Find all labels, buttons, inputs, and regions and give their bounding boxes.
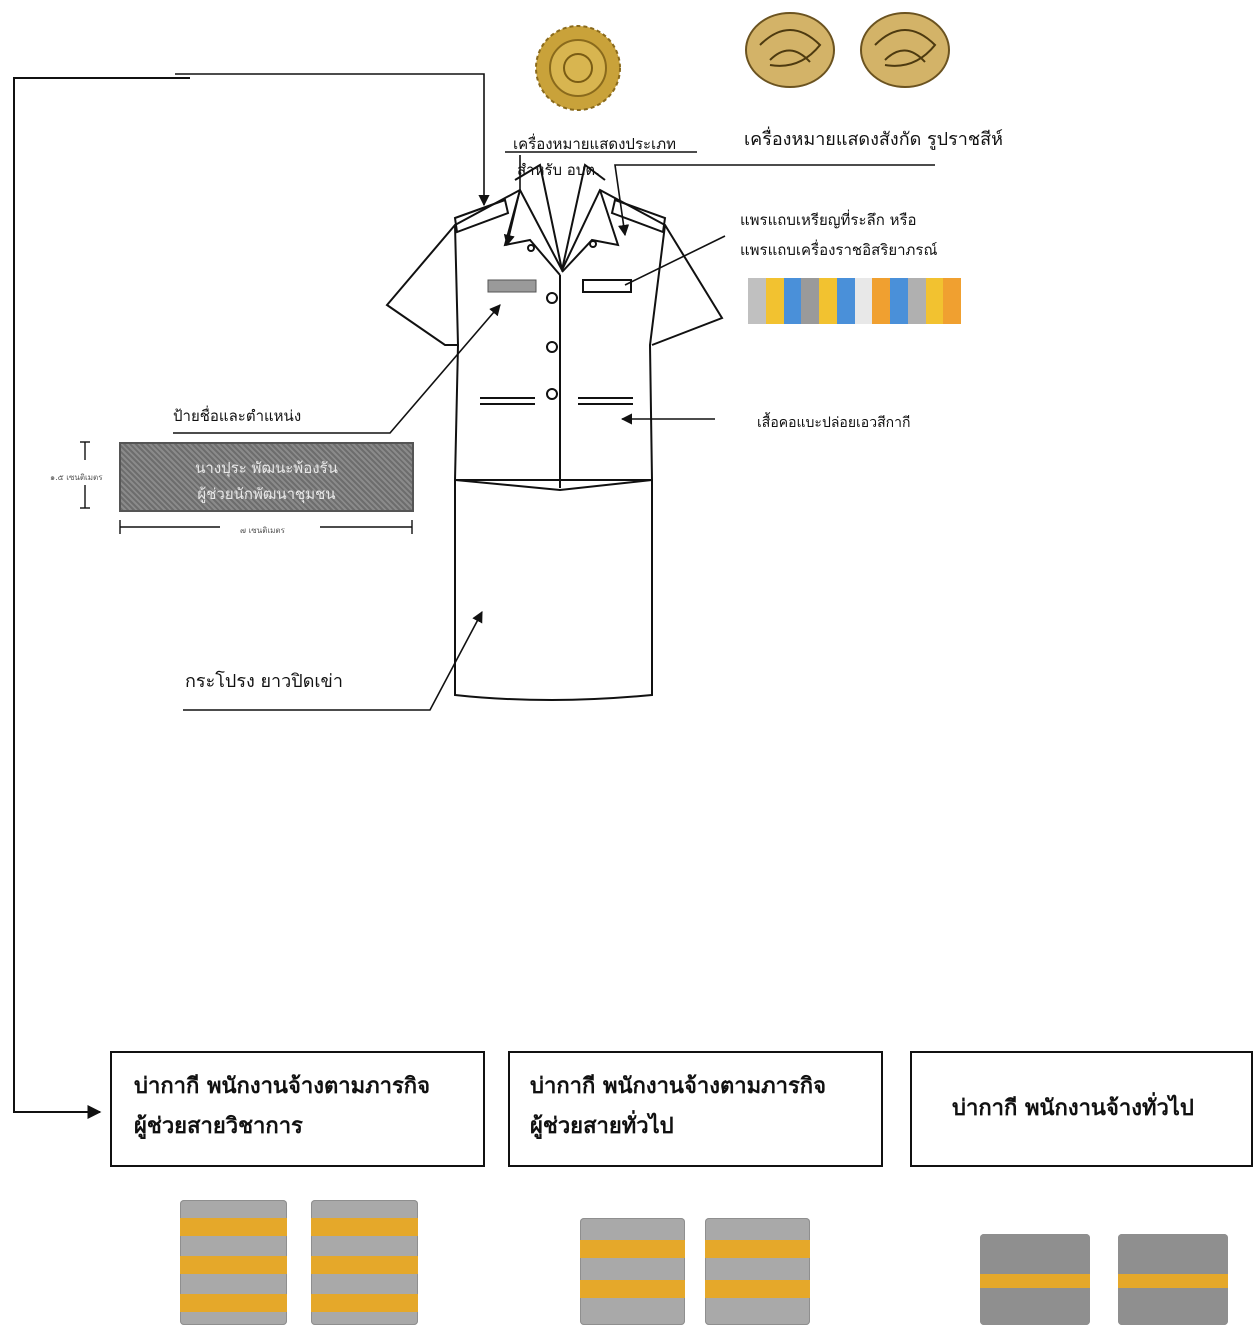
shirt-nameplate: [487, 279, 537, 293]
nameplate-line-2: ผู้ช่วยนักพัฒนาชุมชน: [197, 485, 336, 503]
epaulet-2-stripes-right: [705, 1218, 810, 1325]
box-general-line-1: บ่ากากี พนักงานจ้างตามภารกิจ: [530, 1074, 826, 1099]
ribbon-bar-label-1: แพรแถบเหรียญที่ระลึก หรือ: [740, 211, 917, 229]
box-academic-line-2: ผู้ช่วยสายวิชาการ: [134, 1114, 303, 1139]
lion-insignia-emblems: [745, 12, 950, 88]
nameplate-line-1: นางปุระ พัฒนะพ้องรัน: [195, 459, 338, 477]
shirt-buttons: [527, 240, 597, 400]
box-academic-line-1: บ่ากากี พนักงานจ้างตามภารกิจ: [134, 1074, 430, 1099]
type-insignia-label-2: สำหรับ อบต.: [517, 161, 600, 179]
shirt-label: เสื้อคอแบะปล่อยเอวสีกากี: [757, 415, 911, 431]
affiliation-insignia-label: เครื่องหมายแสดงสังกัด รูปราชสีห์: [744, 129, 1003, 150]
ribbon-bar: [748, 278, 961, 324]
box-general-assistant: บ่ากากี พนักงานจ้างตามภารกิจ ผู้ช่วยสายท…: [508, 1051, 883, 1167]
nameplate-caption: ป้ายชื่อและตำแหน่ง: [173, 407, 302, 425]
box-general-line-2: ผู้ช่วยสายทั่วไป: [530, 1114, 674, 1139]
nameplate-sample: นางปุระ พัฒนะพ้องรัน ผู้ช่วยนักพัฒนาชุมช…: [119, 442, 414, 512]
nameplate-width-dim: ๗ เซนติเมตร: [240, 526, 285, 535]
box-academic-assistant: บ่ากากี พนักงานจ้างตามภารกิจ ผู้ช่วยสายว…: [110, 1051, 485, 1167]
box-general-employee-line-1: บ่ากากี พนักงานจ้างทั่วไป: [952, 1096, 1194, 1121]
ribbon-bar-label-2: แพรแถบเครื่องราชอิสริยาภรณ์: [740, 241, 938, 259]
connector-line: [13, 77, 190, 1119]
box-general-employee: บ่ากากี พนักงานจ้างทั่วไป: [910, 1051, 1253, 1167]
epaulet-2-stripes-left: [580, 1218, 685, 1325]
nameplate-height-dim: ๑.๕ เซนติเมตร: [50, 473, 103, 482]
type-insignia-label-1: เครื่องหมายแสดงประเภท: [513, 135, 676, 153]
epaulet-3-stripes-right: [311, 1200, 418, 1325]
connector-to-shoulder: [175, 73, 490, 207]
epaulet-3-stripes-left: [180, 1200, 287, 1325]
type-insignia-emblem: [535, 25, 621, 111]
epaulet-1-stripe-left: [980, 1234, 1090, 1325]
skirt-label: กระโปรง ยาวปิดเข่า: [185, 671, 343, 692]
epaulet-1-stripe-right: [1118, 1234, 1228, 1325]
shirt-outline: [385, 163, 724, 492]
skirt-outline: [454, 479, 653, 702]
